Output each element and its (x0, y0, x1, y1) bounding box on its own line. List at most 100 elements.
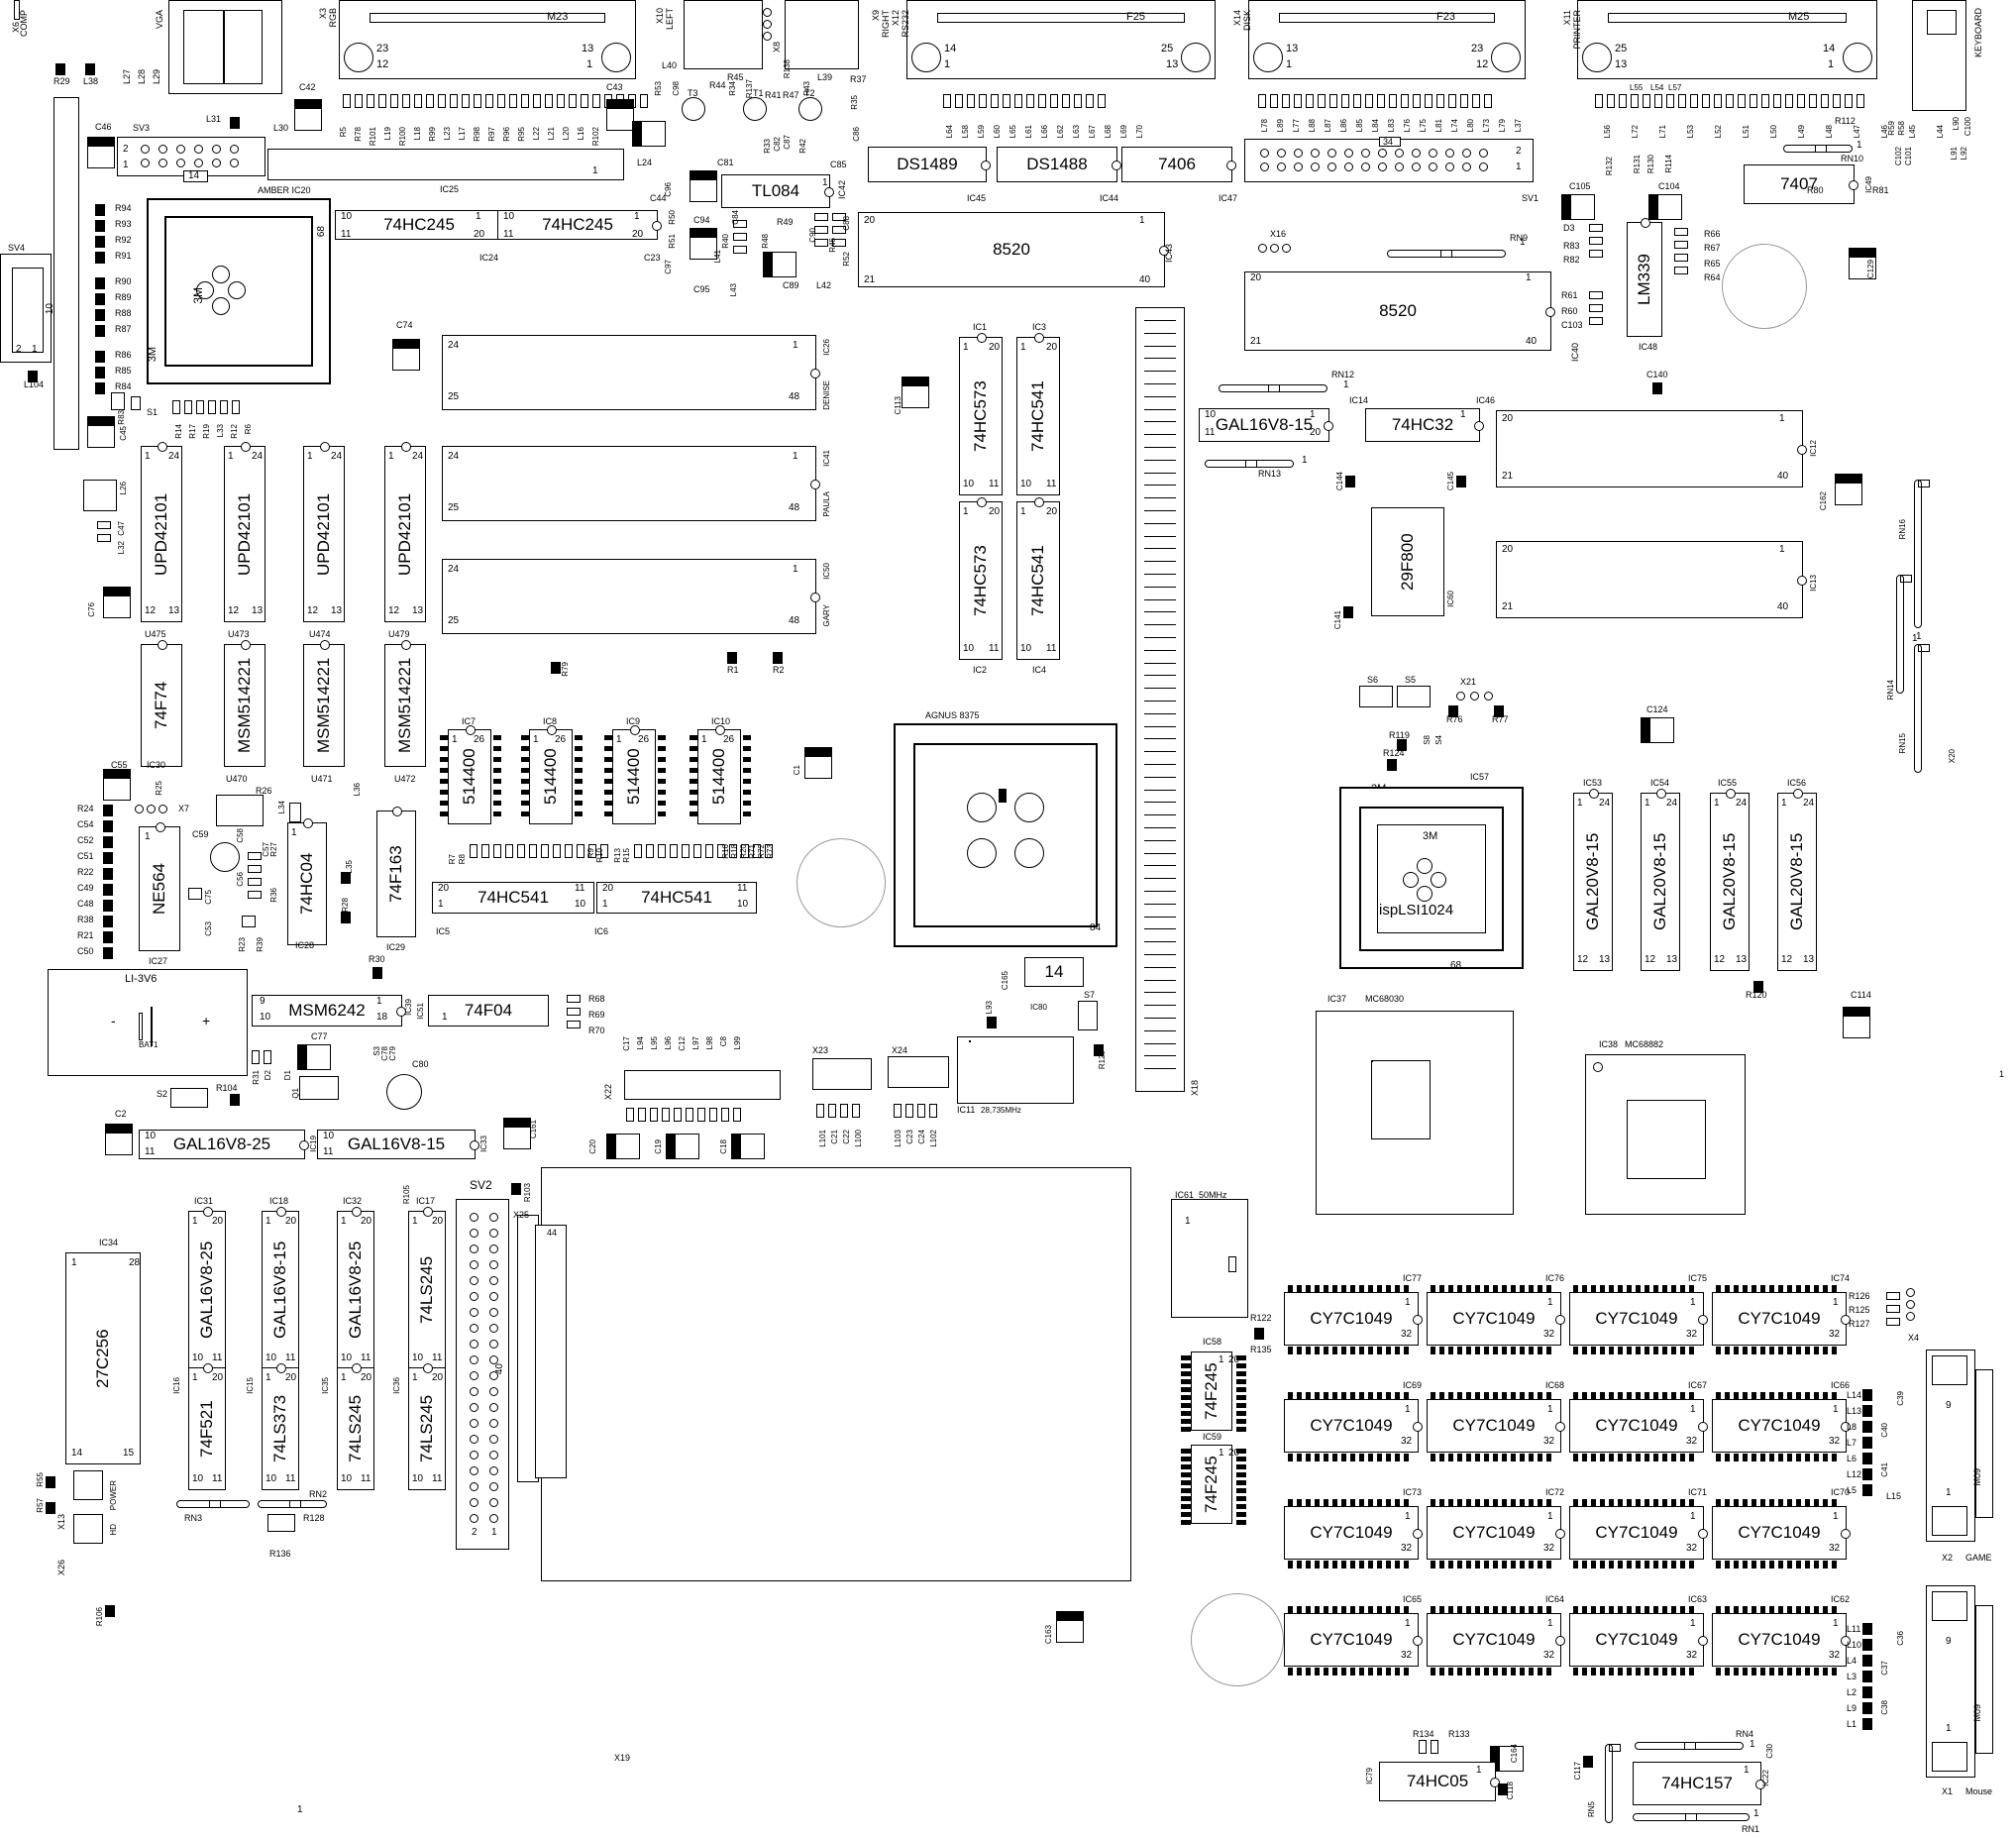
pin-number: 1 (1547, 1404, 1553, 1415)
silk-label: R15 (622, 848, 631, 863)
sram-pin (1716, 1454, 1721, 1461)
sram-pin (1751, 1392, 1756, 1400)
sram-pin (1734, 1347, 1739, 1354)
pin-number: 26 (474, 734, 485, 745)
sram-pin (1404, 1606, 1409, 1614)
silk-label: R38 (77, 915, 94, 924)
pin-number: 1 (307, 451, 313, 462)
sram-pin (1520, 1285, 1525, 1293)
sram-pin (1341, 1285, 1346, 1293)
pin-number: 1 (1781, 798, 1787, 809)
cy7c1049-chip: CY7C1049 (1427, 1399, 1565, 1453)
silk-label: IC74 (1831, 1273, 1851, 1283)
sram-pin (1796, 1454, 1801, 1461)
sram-pin (1493, 1454, 1498, 1461)
gull-pin (493, 735, 501, 740)
sram-pin (1288, 1606, 1293, 1614)
pin-number: 21 (1502, 601, 1514, 612)
sram-pin (1350, 1606, 1355, 1614)
pin-number: 1 (701, 734, 707, 745)
silk-label: RN14 (1886, 680, 1895, 701)
sram-pin (1832, 1454, 1837, 1461)
silk-label: L94 (636, 1036, 645, 1050)
pin1-notch (1413, 1422, 1423, 1432)
silk-label: L39 (817, 72, 833, 82)
sram-pin (1457, 1668, 1462, 1676)
pin-number: 1 (388, 451, 394, 462)
silk-label: R65 (1704, 259, 1721, 269)
silk-label: L61 (1024, 125, 1033, 139)
pad-column (1589, 224, 1603, 258)
sram-pin (1306, 1392, 1311, 1400)
header-pin (489, 1213, 498, 1222)
jumper-pin (135, 805, 144, 813)
silk-label: R137 (745, 79, 754, 99)
sram-pin (1823, 1454, 1828, 1461)
gull-pin (1181, 1457, 1191, 1461)
pin-number: 1 (412, 1372, 418, 1383)
silk-label: M23 (547, 11, 569, 23)
pin1-notch (1226, 161, 1236, 170)
74f245-chip: 74F245 (1191, 1445, 1232, 1524)
sram-pin (1324, 1392, 1328, 1400)
silk-label: R135 (1250, 1345, 1272, 1354)
smd-pad (95, 293, 105, 305)
74ls373-chip: 74LS373 (262, 1363, 299, 1490)
cy7c1049-chip-label: CY7C1049 (1738, 1309, 1821, 1328)
gull-pin (1236, 1496, 1246, 1501)
silk-label: L16 (577, 127, 585, 141)
silk-label: L88 (1308, 119, 1317, 133)
gull-pin (604, 735, 612, 740)
silk-label: L1 (1847, 1719, 1857, 1729)
header-pin (489, 1451, 498, 1460)
silk-label: R127 (1849, 1319, 1870, 1329)
sram-pin (1573, 1561, 1578, 1568)
silk-label: IC30 (147, 760, 166, 770)
sram-pin (1573, 1668, 1578, 1676)
silk-label: IC63 (1688, 1594, 1708, 1604)
denise-chip: DENISE (442, 335, 820, 410)
pin-number: 10 (963, 643, 975, 654)
cy7c1049-chip: CY7C1049 (1284, 1292, 1423, 1346)
agnus-arrow (999, 789, 1007, 803)
silk-label: L99 (733, 1036, 742, 1050)
component-outline (535, 1225, 567, 1478)
gull-pin (1181, 1480, 1191, 1485)
pin-number: 1 (1020, 342, 1026, 353)
silk-label: 1 (1999, 1069, 2005, 1079)
header-pin (1462, 149, 1471, 158)
sram-pin (1734, 1668, 1739, 1676)
silk-label: + (202, 1013, 211, 1028)
sram-pin (1645, 1499, 1649, 1507)
sram-pin (1448, 1606, 1453, 1614)
pin-number: 26 (638, 734, 650, 745)
sram-pin (1832, 1285, 1837, 1293)
header-pin (470, 1229, 478, 1238)
pad-row (634, 844, 773, 858)
sram-pin (1627, 1285, 1632, 1293)
sram-pin (1751, 1561, 1756, 1568)
sram-pin (1760, 1454, 1765, 1461)
silk-label: R13 (613, 848, 622, 863)
socket-hole (1014, 793, 1044, 822)
component-outline (242, 916, 256, 927)
gull-pin (604, 790, 612, 795)
header-pin (1378, 162, 1387, 171)
sram-pin (1680, 1668, 1685, 1676)
sram-pin (1315, 1668, 1320, 1676)
silk-label: C76 (87, 602, 96, 617)
gull-pin (1236, 1427, 1246, 1432)
sram-pin (1324, 1499, 1328, 1507)
gull-pin (743, 768, 751, 773)
sram-pin (1306, 1347, 1311, 1354)
sram-pin (1288, 1285, 1293, 1293)
sram-pin (1725, 1668, 1730, 1676)
sram-pin (1689, 1392, 1694, 1400)
pin1-notch (303, 818, 313, 828)
74hc541-chip: 74HC541 (1016, 333, 1060, 495)
sram-pin (1636, 1561, 1641, 1568)
silk-label: R86 (115, 350, 132, 360)
silk-label: 68 (316, 226, 327, 238)
silk-label: R30 (369, 954, 385, 964)
smd-pad (511, 1183, 521, 1195)
